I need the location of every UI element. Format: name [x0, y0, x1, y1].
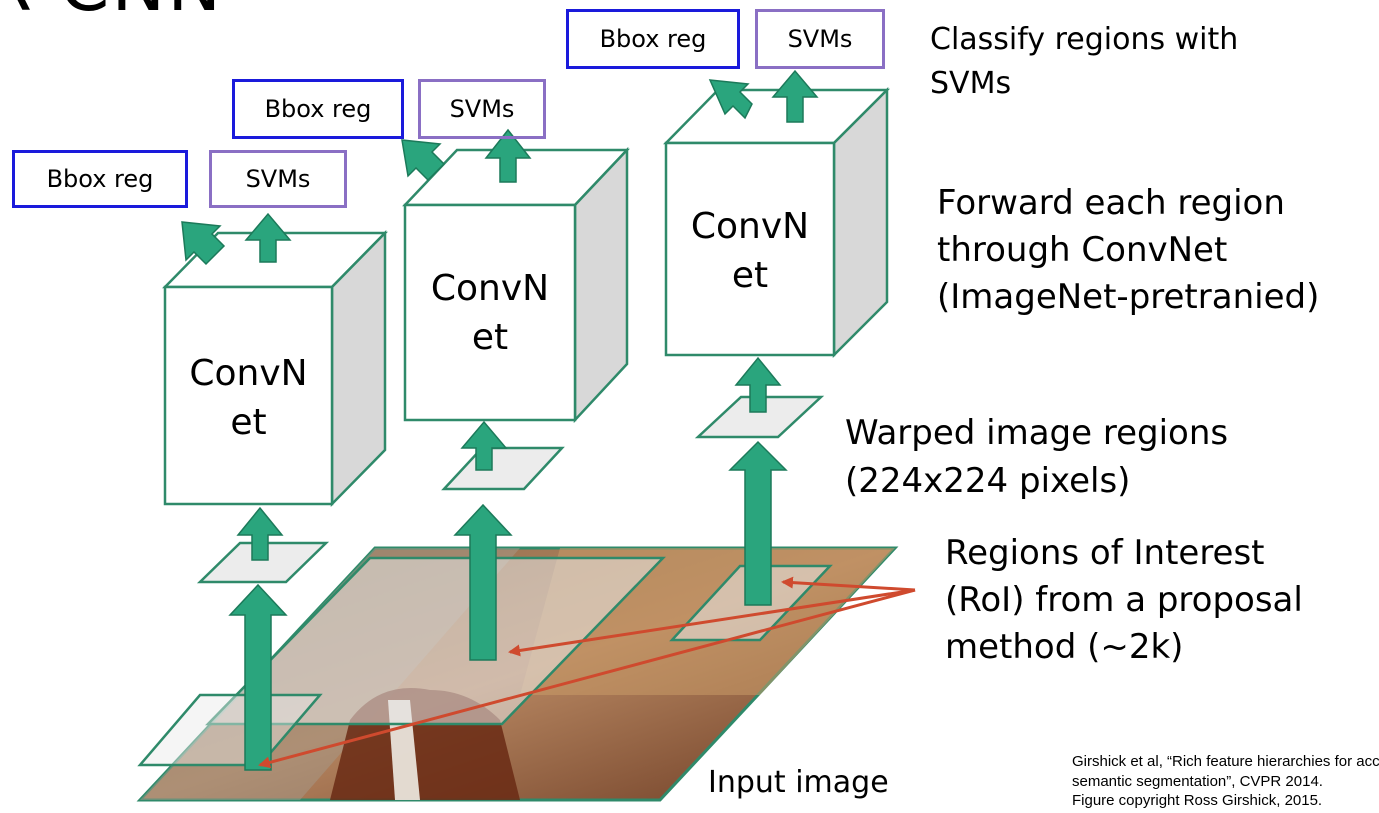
convnet-label-2-line2: et [471, 316, 509, 358]
convnet-label-3: ConvN et [666, 203, 834, 300]
annotation-roi-line3: method (~2k) [945, 626, 1184, 667]
annotation-forward-line3: (ImageNet-pretranied) [937, 276, 1320, 317]
warped-region-1 [196, 541, 330, 584]
annotation-roi-line1: Regions of Interest [945, 533, 1265, 573]
warped-region-3 [694, 395, 825, 439]
citation-line3: Figure copyright Ross Girshick, 2015. [1072, 792, 1323, 809]
roi-pointer-arrows [258, 576, 916, 769]
title-fragment: R-CNN [0, 0, 223, 28]
convnet-box-3 [663, 86, 891, 359]
convnet-label-2: ConvN et [405, 265, 575, 362]
warped-region-2 [441, 446, 565, 491]
bbox-reg-label-2: Bbox reg [264, 95, 372, 123]
svm-box-1: SVMs [209, 150, 347, 208]
green-arrows [181, 69, 819, 771]
annotation-warped-line1: Warped image regions [845, 413, 1229, 453]
annotation-input-image: Input image [708, 765, 889, 800]
annotation-forward-line2: through ConvNet [937, 229, 1228, 270]
annotation-classify-line1: Classify regions with [930, 22, 1239, 57]
annotation-warped-line2: (224x224 pixels) [845, 460, 1131, 501]
annotation-warped: Warped image regions (224x224 pixels) [845, 410, 1228, 505]
annotation-forward-line1: Forward each region [937, 183, 1285, 223]
svm-box-3: SVMs [755, 9, 885, 69]
svm-box-2: SVMs [418, 79, 546, 139]
citation-line1: Girshick et al, “Rich feature hierarchie… [1072, 753, 1379, 770]
convnet-label-1-line1: ConvN [189, 353, 308, 394]
convnet-label-2-line1: ConvN [430, 268, 550, 309]
bbox-reg-label-1: Bbox reg [46, 165, 154, 193]
bbox-reg-box-3: Bbox reg [566, 9, 740, 69]
convnet-label-3-line1: ConvN [690, 206, 810, 247]
convnet-label-3-line2: et [731, 254, 769, 296]
convnet-label-1-line2: et [230, 401, 267, 443]
convnet-label-1: ConvN et [165, 350, 332, 447]
svm-label-3: SVMs [787, 25, 853, 53]
svm-label-2: SVMs [449, 95, 515, 123]
citation: Girshick et al, “Rich feature hierarchie… [1072, 752, 1379, 811]
svm-label-1: SVMs [245, 165, 311, 193]
bbox-reg-box-2: Bbox reg [232, 79, 404, 139]
annotation-forward: Forward each region through ConvNet (Ima… [937, 180, 1319, 321]
bbox-reg-label-3: Bbox reg [599, 25, 707, 53]
bbox-reg-box-1: Bbox reg [12, 150, 188, 208]
annotation-roi-line2: (RoI) from a proposal [945, 579, 1303, 620]
citation-line2: semantic segmentation”, CVPR 2014. [1072, 772, 1323, 790]
annotation-roi: Regions of Interest (RoI) from a proposa… [945, 530, 1303, 671]
annotation-classify: Classify regions with SVMs [930, 18, 1238, 105]
annotation-classify-line2: SVMs [930, 65, 1012, 101]
convnet-box-2 [402, 146, 630, 424]
